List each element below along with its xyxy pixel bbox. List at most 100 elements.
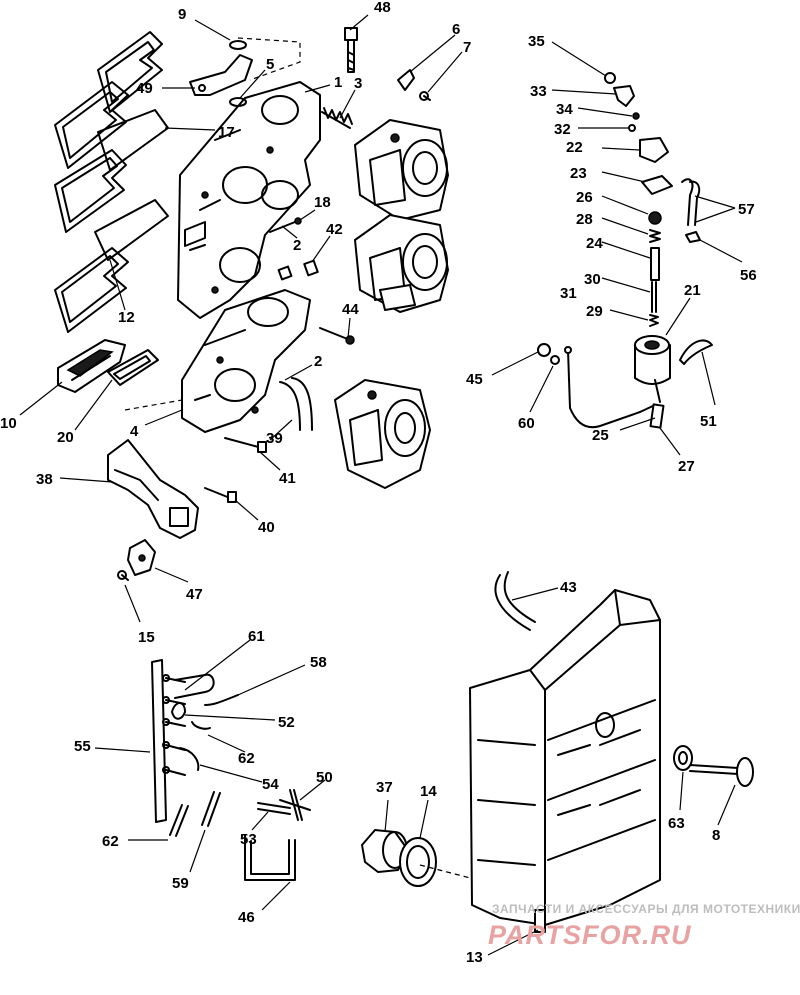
solenoid-21 [634, 335, 671, 385]
label-47: 47 [186, 586, 203, 603]
label-58: 58 [310, 654, 327, 671]
fitting-59 [201, 791, 221, 827]
hose-53 [257, 802, 291, 815]
label-13: 13 [466, 949, 483, 966]
label-63: 63 [668, 815, 685, 832]
bracket-38 [107, 439, 199, 539]
fuel-rail-55 [151, 659, 186, 823]
label-37: 37 [376, 779, 393, 796]
label-45: 45 [466, 371, 483, 388]
spring-29 [649, 314, 659, 327]
label-8: 8 [712, 827, 720, 844]
label-43: 43 [560, 579, 577, 596]
tee-50 [279, 789, 311, 821]
label-44: 44 [342, 301, 359, 318]
label-6: 6 [452, 21, 460, 38]
spring-3 [321, 107, 353, 129]
gasket-23 [641, 175, 673, 195]
fitting-62-lower [169, 804, 189, 837]
label-5: 5 [266, 56, 274, 73]
label-40: 40 [258, 519, 275, 536]
leader-lines [19, 14, 743, 956]
label-35: 35 [528, 33, 545, 50]
wire-harness-25 [654, 379, 661, 403]
gasket-20 [107, 349, 159, 386]
washer-63 [673, 745, 693, 771]
hose-54 [179, 747, 200, 771]
bushing-42 [277, 259, 319, 281]
label-52: 52 [278, 714, 295, 731]
label-1: 1 [334, 74, 342, 91]
label-38: 38 [36, 471, 53, 488]
label-62-lower: 62 [102, 833, 119, 850]
label-51: 51 [700, 413, 717, 430]
bolt-40 [204, 487, 237, 503]
label-32: 32 [554, 121, 571, 138]
label-17: 17 [218, 124, 235, 141]
fitting-33 [613, 85, 635, 107]
watermark-tagline: ЗАПЧАСТИ И АКСЕССУАРЫ ДЛЯ МОТОТЕХНИКИ [492, 902, 800, 916]
label-18: 18 [314, 194, 331, 211]
connector-60 [550, 355, 560, 365]
screw-45 [537, 343, 551, 357]
clamp-35 [604, 72, 616, 84]
label-3: 3 [354, 75, 362, 92]
label-55: 55 [74, 738, 91, 755]
label-7: 7 [463, 39, 471, 56]
label-60: 60 [518, 415, 535, 432]
hose-62-upper [191, 721, 211, 730]
screw-7 [419, 91, 431, 101]
label-46: 46 [238, 909, 255, 926]
label-2-lower: 2 [314, 353, 322, 370]
intake-manifold-1 [177, 81, 321, 319]
seal-14 [399, 837, 437, 887]
label-15: 15 [138, 629, 155, 646]
screw-15 [117, 570, 129, 581]
watermark-logo: PARTSFOR.RU [488, 920, 692, 950]
label-14: 14 [420, 783, 437, 800]
gasket-12 [54, 149, 169, 333]
seal-26 [648, 211, 662, 225]
label-28: 28 [576, 211, 593, 228]
terminal-27 [649, 403, 665, 429]
label-4: 4 [130, 423, 139, 440]
label-24: 24 [586, 235, 603, 252]
label-49: 49 [136, 80, 153, 97]
label-62-upper: 62 [238, 750, 255, 767]
cover-22 [639, 137, 669, 163]
clamp-52 [171, 702, 186, 720]
ball-34 [632, 112, 640, 120]
label-39: 39 [266, 430, 283, 447]
fuel-tank-13 [469, 589, 661, 933]
label-20: 20 [57, 429, 74, 446]
spring-28 [649, 229, 661, 243]
pin-18 [269, 217, 302, 233]
block-47 [127, 539, 156, 576]
label-2-upper: 2 [293, 237, 301, 254]
bolt-48 [344, 27, 358, 73]
reed-block-10 [57, 339, 126, 393]
label-10: 10 [0, 415, 17, 432]
hose-43 [494, 571, 536, 631]
clamp-56 [685, 231, 701, 243]
label-61: 61 [248, 628, 265, 645]
label-30: 30 [584, 271, 601, 288]
label-57: 57 [738, 201, 755, 218]
label-9: 9 [178, 6, 186, 23]
label-42: 42 [326, 221, 343, 238]
label-33: 33 [530, 83, 547, 100]
label-41: 41 [279, 470, 296, 487]
clip-6 [397, 69, 415, 91]
label-34: 34 [556, 101, 573, 118]
label-29: 29 [586, 303, 603, 320]
intake-manifold-4 [181, 289, 311, 433]
label-54: 54 [262, 776, 279, 793]
washer-5 [229, 97, 247, 107]
label-48: 48 [374, 0, 391, 16]
tube-24 [650, 247, 660, 281]
label-59: 59 [172, 875, 189, 892]
label-22: 22 [566, 139, 583, 156]
hose-39 [279, 377, 313, 431]
screw-44 [319, 327, 355, 345]
label-31: 31 [560, 285, 577, 302]
